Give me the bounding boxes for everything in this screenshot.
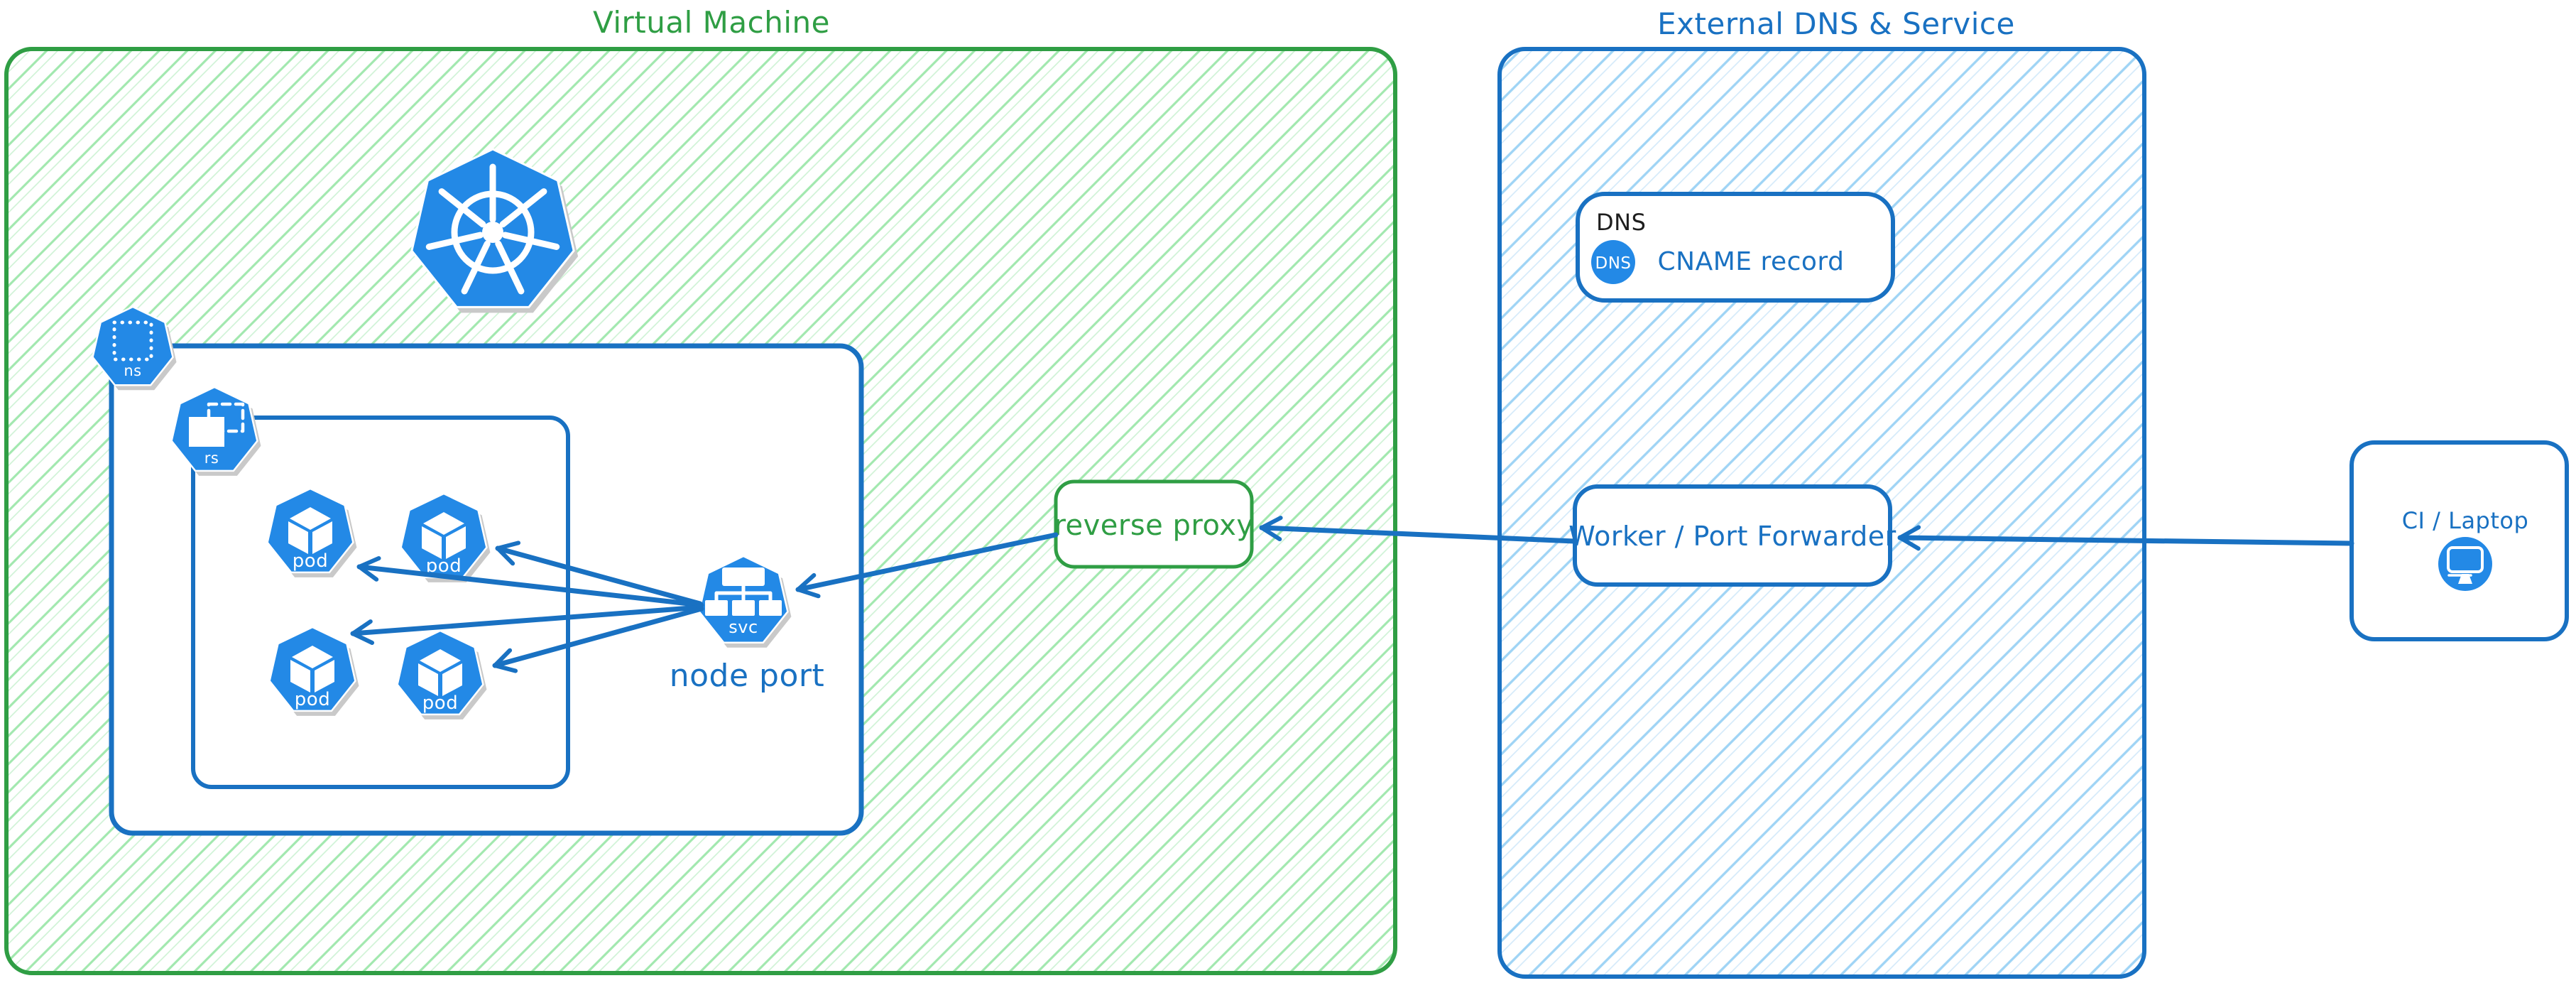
laptop-icon-circle [2438,537,2492,591]
service-icon-label: svc [728,617,758,637]
service-tree-leaf [759,600,782,616]
pod-heptagon [266,487,354,574]
vm-section: Virtual Machine ns rs [4,5,1397,975]
kubernetes-wheel-spoke [502,232,560,250]
reverse-proxy-label: reverse proxy [1054,509,1253,542]
kubernetes-wheel-spoke [425,232,484,250]
pod-cube-top [423,512,464,535]
kubernetes-wheel-hub [482,222,503,243]
pod-icon: pod [400,492,491,582]
pod-icon: pod [266,487,357,577]
arrow-service-to-pod-1 [495,541,703,607]
ci-laptop-label: CI / Laptop [2402,507,2529,534]
pod-cube-left [418,663,438,696]
worker-box [1573,484,1892,587]
dns-group-label: DNS [1596,209,1646,236]
kubernetes-wheel-spokes [425,163,560,295]
reverse-proxy-box [1054,479,1254,569]
pod-cube-top [290,507,331,530]
laptop-stand [2458,574,2472,584]
namespace-icon: ns [92,305,177,391]
service-tree-leaf [705,600,728,616]
pod-icon-label: pod [293,550,328,572]
pod-icon-label: pod [422,693,458,714]
replicaset-solid-rect [189,417,224,447]
pod-heptagon [268,626,356,712]
external-section-title: External DNS & Service [1657,6,2015,41]
ci-laptop-section: CI / Laptop [2349,440,2569,641]
dns-icon-circle [1591,240,1635,284]
pod-cube-top [292,646,333,668]
kubernetes-wheel-spoke [495,240,525,295]
pod-cube-left [288,521,308,554]
kubernetes-logo-icon [410,148,579,313]
service-tree-root [722,567,765,586]
node-port-label: node port [670,658,824,694]
arrow-reverse-proxy-to-service [795,532,1059,599]
worker-label: Worker / Port Forwarder [1568,521,1896,552]
namespace-icon-label: ns [124,362,141,379]
laptop-icon [2438,537,2492,591]
external-section: External DNS & Service DNS DNS CNAME rec… [1497,6,2146,979]
kubernetes-wheel-spoke [499,188,547,228]
pod-icon: pod [396,629,487,719]
pod-cube-right [442,663,462,696]
arrow-service-to-pod-2 [356,555,704,608]
replicaset-icon: rs [170,386,261,476]
arrow-service-to-pod-4 [492,606,704,673]
pod-cube-left [422,526,442,559]
kubernetes-wheel-spoke [461,240,491,295]
namespace-heptagon [92,305,174,386]
dns-icon-label: DNS [1595,254,1631,273]
dns-box [1576,192,1895,303]
namespace-dotted-square [112,320,153,362]
pod-icon-label: pod [295,689,330,710]
arrow-service-to-pod-3 [350,604,703,645]
pod-icon: pod [268,626,359,716]
cname-record-label: CNAME record [1658,247,1845,276]
dns-icon: DNS [1591,240,1635,284]
pod-cube-right [446,526,466,559]
pod-cube-top [420,649,461,672]
vm-section-title: Virtual Machine [593,5,830,40]
service-tree-leaf [732,600,755,616]
pod-cube-left [290,660,310,693]
arrow-worker-to-reverse-proxy [1259,516,1578,544]
replicaset-icon-label: rs [204,450,219,467]
kubernetes-wheel-spoke [438,188,486,228]
pod-cube-right [315,660,334,693]
replicaset-box [191,416,570,789]
laptop-screen [2447,546,2484,573]
arrow-ci-to-worker [1897,525,2354,551]
service-icon: svc [698,555,792,648]
arrows [350,516,2354,673]
pod-heptagon [396,629,484,716]
service-tree-links [714,584,773,602]
pod-cube-right [312,521,332,554]
